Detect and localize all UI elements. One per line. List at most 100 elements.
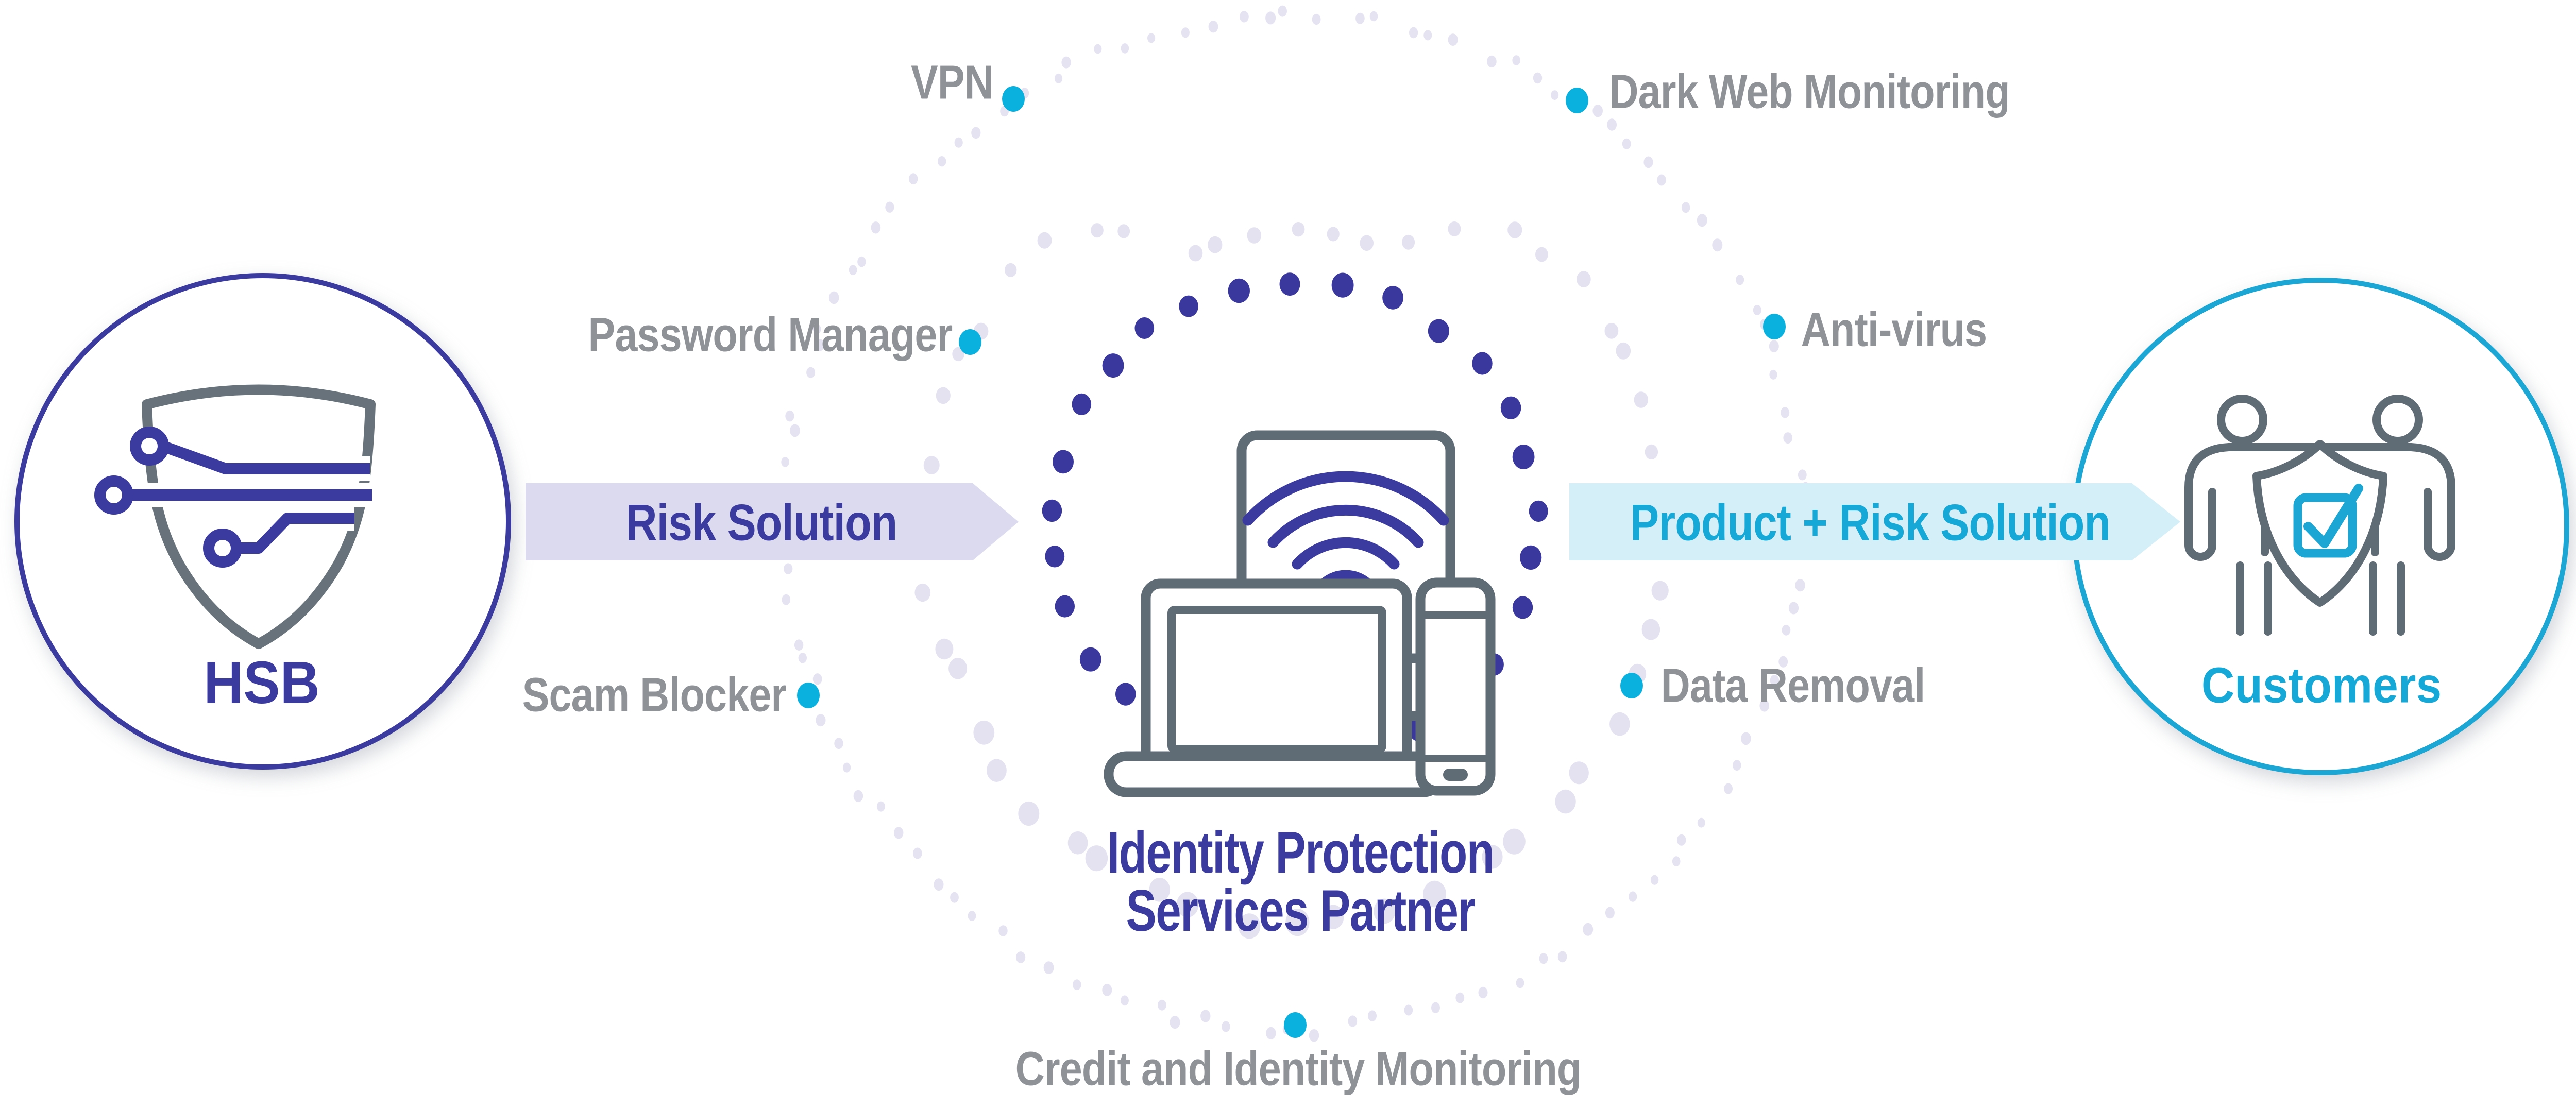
customers-label: Customers bbox=[2201, 657, 2442, 713]
ring-dot bbox=[1327, 227, 1340, 242]
ring-dot bbox=[885, 201, 894, 213]
ring-dot bbox=[1170, 1016, 1180, 1029]
ring-dot bbox=[782, 594, 791, 605]
service-dot-scam-blocker bbox=[797, 683, 820, 708]
checkbox-icon bbox=[2293, 493, 2357, 558]
risk-solution-arrow-label: Risk Solution bbox=[625, 493, 897, 551]
ring-dot bbox=[1266, 1027, 1276, 1039]
ring-dot bbox=[913, 847, 922, 859]
ring-dot bbox=[1753, 305, 1761, 315]
ring-dot bbox=[1355, 12, 1365, 24]
ring-dot bbox=[781, 457, 789, 467]
ring-dot bbox=[812, 673, 822, 685]
ring-dot bbox=[973, 720, 995, 745]
ring-dot bbox=[876, 801, 885, 812]
ring-dot bbox=[1604, 323, 1619, 339]
ring-dot bbox=[1641, 619, 1660, 640]
ring-dot bbox=[1557, 951, 1567, 963]
ring-dot bbox=[1409, 27, 1418, 39]
ring-dot bbox=[813, 324, 821, 334]
person-right-body bbox=[2316, 443, 2455, 561]
ring-dot bbox=[784, 563, 793, 574]
hsb-shield-icon bbox=[94, 384, 376, 649]
ring-dot bbox=[1503, 828, 1526, 855]
ring-dot bbox=[1053, 450, 1074, 474]
ring-dot bbox=[849, 265, 857, 276]
checkmark-icon bbox=[2303, 484, 2363, 548]
ring-dot bbox=[1672, 856, 1681, 866]
ring-dot bbox=[1018, 801, 1040, 826]
ring-dot bbox=[1369, 11, 1378, 22]
person-left-body bbox=[2184, 443, 2324, 561]
service-dot-vpn bbox=[1002, 86, 1025, 112]
ring-dot bbox=[1292, 222, 1305, 237]
ring-dot bbox=[923, 456, 940, 474]
ring-dot bbox=[909, 173, 918, 185]
outer-dotted-ring bbox=[781, 5, 1811, 1042]
hsb-label: HSB bbox=[204, 649, 320, 716]
service-label-vpn: VPN bbox=[911, 55, 994, 109]
ring-dot bbox=[1609, 712, 1630, 736]
ring-dot bbox=[1592, 105, 1603, 117]
laptop-icon bbox=[1104, 578, 1446, 797]
ring-dot bbox=[1121, 995, 1129, 1006]
ring-dot bbox=[1061, 56, 1071, 69]
ring-dot bbox=[790, 424, 800, 437]
ring-dot bbox=[1487, 55, 1497, 68]
ring-dot bbox=[954, 137, 963, 148]
ring-dot bbox=[1605, 907, 1615, 919]
ring-dot bbox=[1555, 789, 1576, 814]
service-dot-credit-identity-monitoring bbox=[1284, 1012, 1307, 1038]
ring-dot bbox=[1115, 683, 1136, 706]
ring-dot bbox=[1788, 602, 1799, 615]
ring-dot bbox=[1176, 892, 1199, 917]
service-label-anti-virus: Anti-virus bbox=[1801, 302, 1987, 356]
ring-dot bbox=[1222, 1021, 1230, 1032]
ring-dot bbox=[1741, 732, 1751, 745]
ring-dot bbox=[1055, 595, 1075, 618]
ring-dot bbox=[1147, 33, 1156, 43]
ring-dot bbox=[1681, 202, 1690, 213]
ring-dot bbox=[1724, 783, 1733, 794]
ring-dot bbox=[785, 410, 794, 422]
ring-dot bbox=[1551, 90, 1559, 100]
ring-dot bbox=[1500, 396, 1521, 419]
ring-dot bbox=[1079, 647, 1101, 672]
ring-dot bbox=[1102, 984, 1112, 996]
ring-dot bbox=[1117, 224, 1130, 238]
ring-dot bbox=[935, 638, 954, 660]
ring-dot bbox=[1073, 979, 1081, 991]
ring-dot bbox=[914, 583, 931, 602]
ring-dot bbox=[1512, 596, 1533, 619]
hsb-circle bbox=[14, 273, 511, 770]
ring-dot bbox=[815, 339, 824, 351]
ring-dot bbox=[1769, 340, 1779, 353]
ring-dot bbox=[1423, 880, 1447, 908]
ring-dot bbox=[1091, 223, 1104, 238]
ring-dot bbox=[1158, 999, 1166, 1011]
ring-dot bbox=[1005, 263, 1017, 277]
partner-title-line2: Services Partner bbox=[1126, 878, 1476, 944]
ring-dot bbox=[894, 827, 904, 839]
ring-dot bbox=[1539, 953, 1548, 964]
ring-dot bbox=[1482, 845, 1503, 869]
ring-dot bbox=[1200, 1010, 1211, 1022]
ring-dot bbox=[1643, 156, 1653, 168]
ring-dot bbox=[1265, 11, 1276, 25]
service-dot-data-removal bbox=[1620, 673, 1643, 698]
ring-dot bbox=[1520, 545, 1542, 570]
ring-dot bbox=[968, 911, 976, 921]
service-dot-dark-web-monitoring bbox=[1566, 88, 1588, 113]
ring-dot bbox=[1121, 43, 1129, 54]
ring-dot bbox=[1769, 369, 1777, 380]
ring-dot bbox=[1778, 656, 1788, 668]
ring-dot bbox=[1228, 278, 1250, 303]
ring-dot bbox=[1512, 55, 1520, 65]
service-label-credit-identity-monitoring: Credit and Identity Monitoring bbox=[1015, 1042, 1582, 1096]
service-label-dark-web-monitoring: Dark Web Monitoring bbox=[1609, 64, 2010, 118]
ring-dot bbox=[1535, 247, 1548, 262]
service-label-scam-blocker: Scam Blocker bbox=[522, 668, 787, 722]
ring-dot bbox=[1781, 407, 1790, 418]
